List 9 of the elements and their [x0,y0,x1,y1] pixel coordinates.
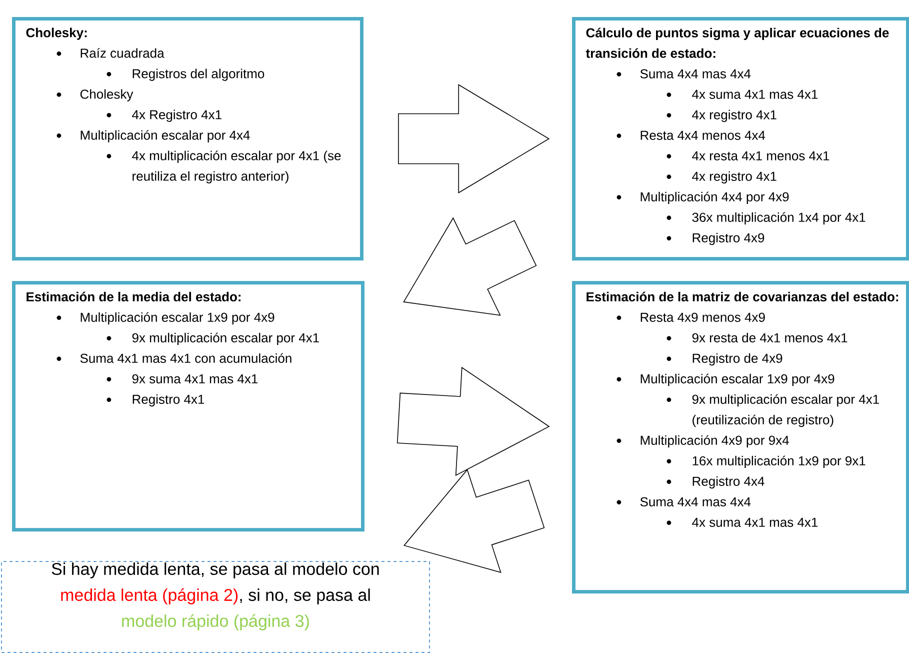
block-arrow [403,468,545,573]
block-arrow [398,84,550,194]
text-box: Estimación de la media del estado: Multiplicación escalar 1x9 por 4x9 9x multiplicación escalar por 4x1 Suma 4x1 mas 4x1 con acumulación 9x suma 4x1 mas 4x1 Registro 4x1 [12,281,364,532]
block-arrow [396,366,550,476]
block-arrow [403,217,537,316]
text-box: Cálculo de puntos sigma y aplicar ecuaciones de transición de estado: Suma 4x4 mas 4x4 4x suma 4x1 mas 4x1 4x registro 4x1 Resta 4x4 menos 4x4 4x resta 4x1 menos 4x1 4x registro 4x1 Multiplicación 4x4 por 4x9 36x multiplicación 1x4 por 4x1 Registro 4x9 [572,17,909,260]
text-box: Estimación de la matriz de covarianzas del estado: Resta 4x9 menos 4x9 9x resta de 4x1 menos 4x1 Registro de 4x9 Multiplicación escalar 1x9 por 4x9 9x multiplicación escalar por 4x1 (reutilización de registro) Multiplicación 4x9 por 9x4 16x multiplicación 1x9 por 9x1 Registro 4x4 Suma 4x4 mas 4x4 4x suma 4x1 mas 4x1 [572,281,909,594]
note-box: Si hay medida lenta, se pasa al modelo con medida lenta (página 2), si no, se pasa al modelo rápido (página 3) [1,561,430,653]
text-box: Cholesky: Raíz cuadrada Registros del algoritmo Cholesky 4x Registro 4x1 Multiplicación escalar por 4x4 4x multiplicación escalar por 4x1 (se reutiliza el registro anterior) [12,17,364,260]
